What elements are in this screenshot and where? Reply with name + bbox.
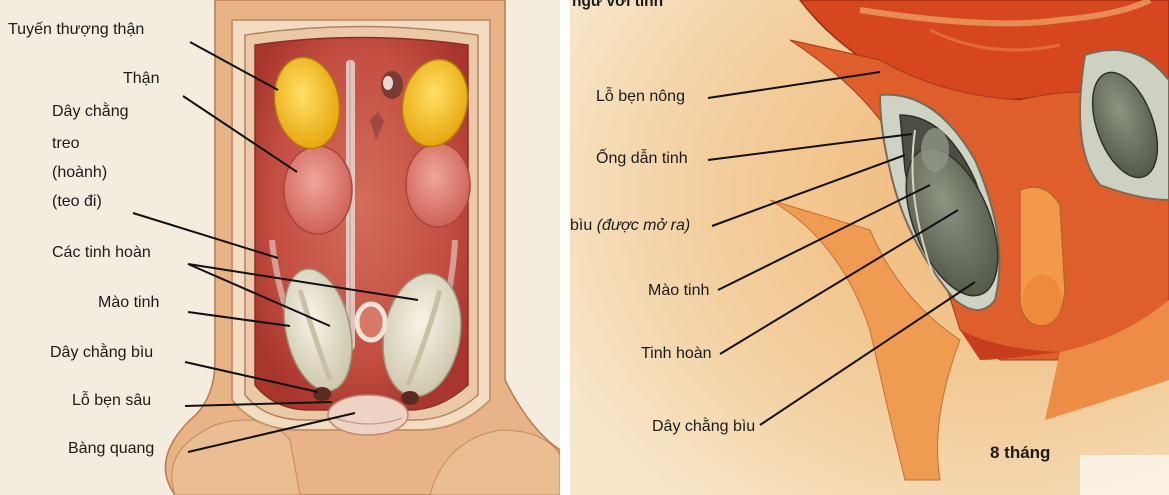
- label-scrotum: bìu (được mở ra): [570, 217, 690, 235]
- label-adrenal-gland: Tuyến thượng thận: [8, 21, 144, 39]
- label-testes: Các tinh hoàn: [52, 244, 151, 262]
- label-deep-inguinal-ring: Lỗ bẹn sâu: [72, 392, 151, 410]
- label-scrotum-word: bìu: [570, 217, 597, 234]
- label-scrotum-opened: (được mở ra): [597, 217, 690, 234]
- label-testis: Tinh hoàn: [641, 345, 712, 363]
- label-gubernaculum-left: Dây chằng bìu: [50, 344, 153, 362]
- label-suspensory-ligament-4: (teo đi): [52, 193, 102, 211]
- label-age: 8 tháng: [990, 444, 1050, 462]
- label-cut-top: ngư vơi tinh: [572, 0, 663, 11]
- label-kidney: Thận: [123, 70, 159, 88]
- label-suspensory-ligament-3: (hoành): [52, 164, 107, 182]
- label-suspensory-ligament-1: Dây chằng: [52, 103, 129, 121]
- label-epididymis-left: Mào tinh: [98, 294, 159, 312]
- label-gubernaculum-right: Dây chằng bìu: [652, 418, 755, 436]
- label-epididymis-right: Mào tinh: [648, 282, 709, 300]
- label-suspensory-ligament-2: treo: [52, 135, 80, 153]
- label-vas-deferens: Ống dẫn tinh: [596, 150, 688, 168]
- label-bladder: Bàng quang: [68, 440, 154, 458]
- label-superficial-inguinal-ring: Lỗ bẹn nông: [596, 88, 685, 106]
